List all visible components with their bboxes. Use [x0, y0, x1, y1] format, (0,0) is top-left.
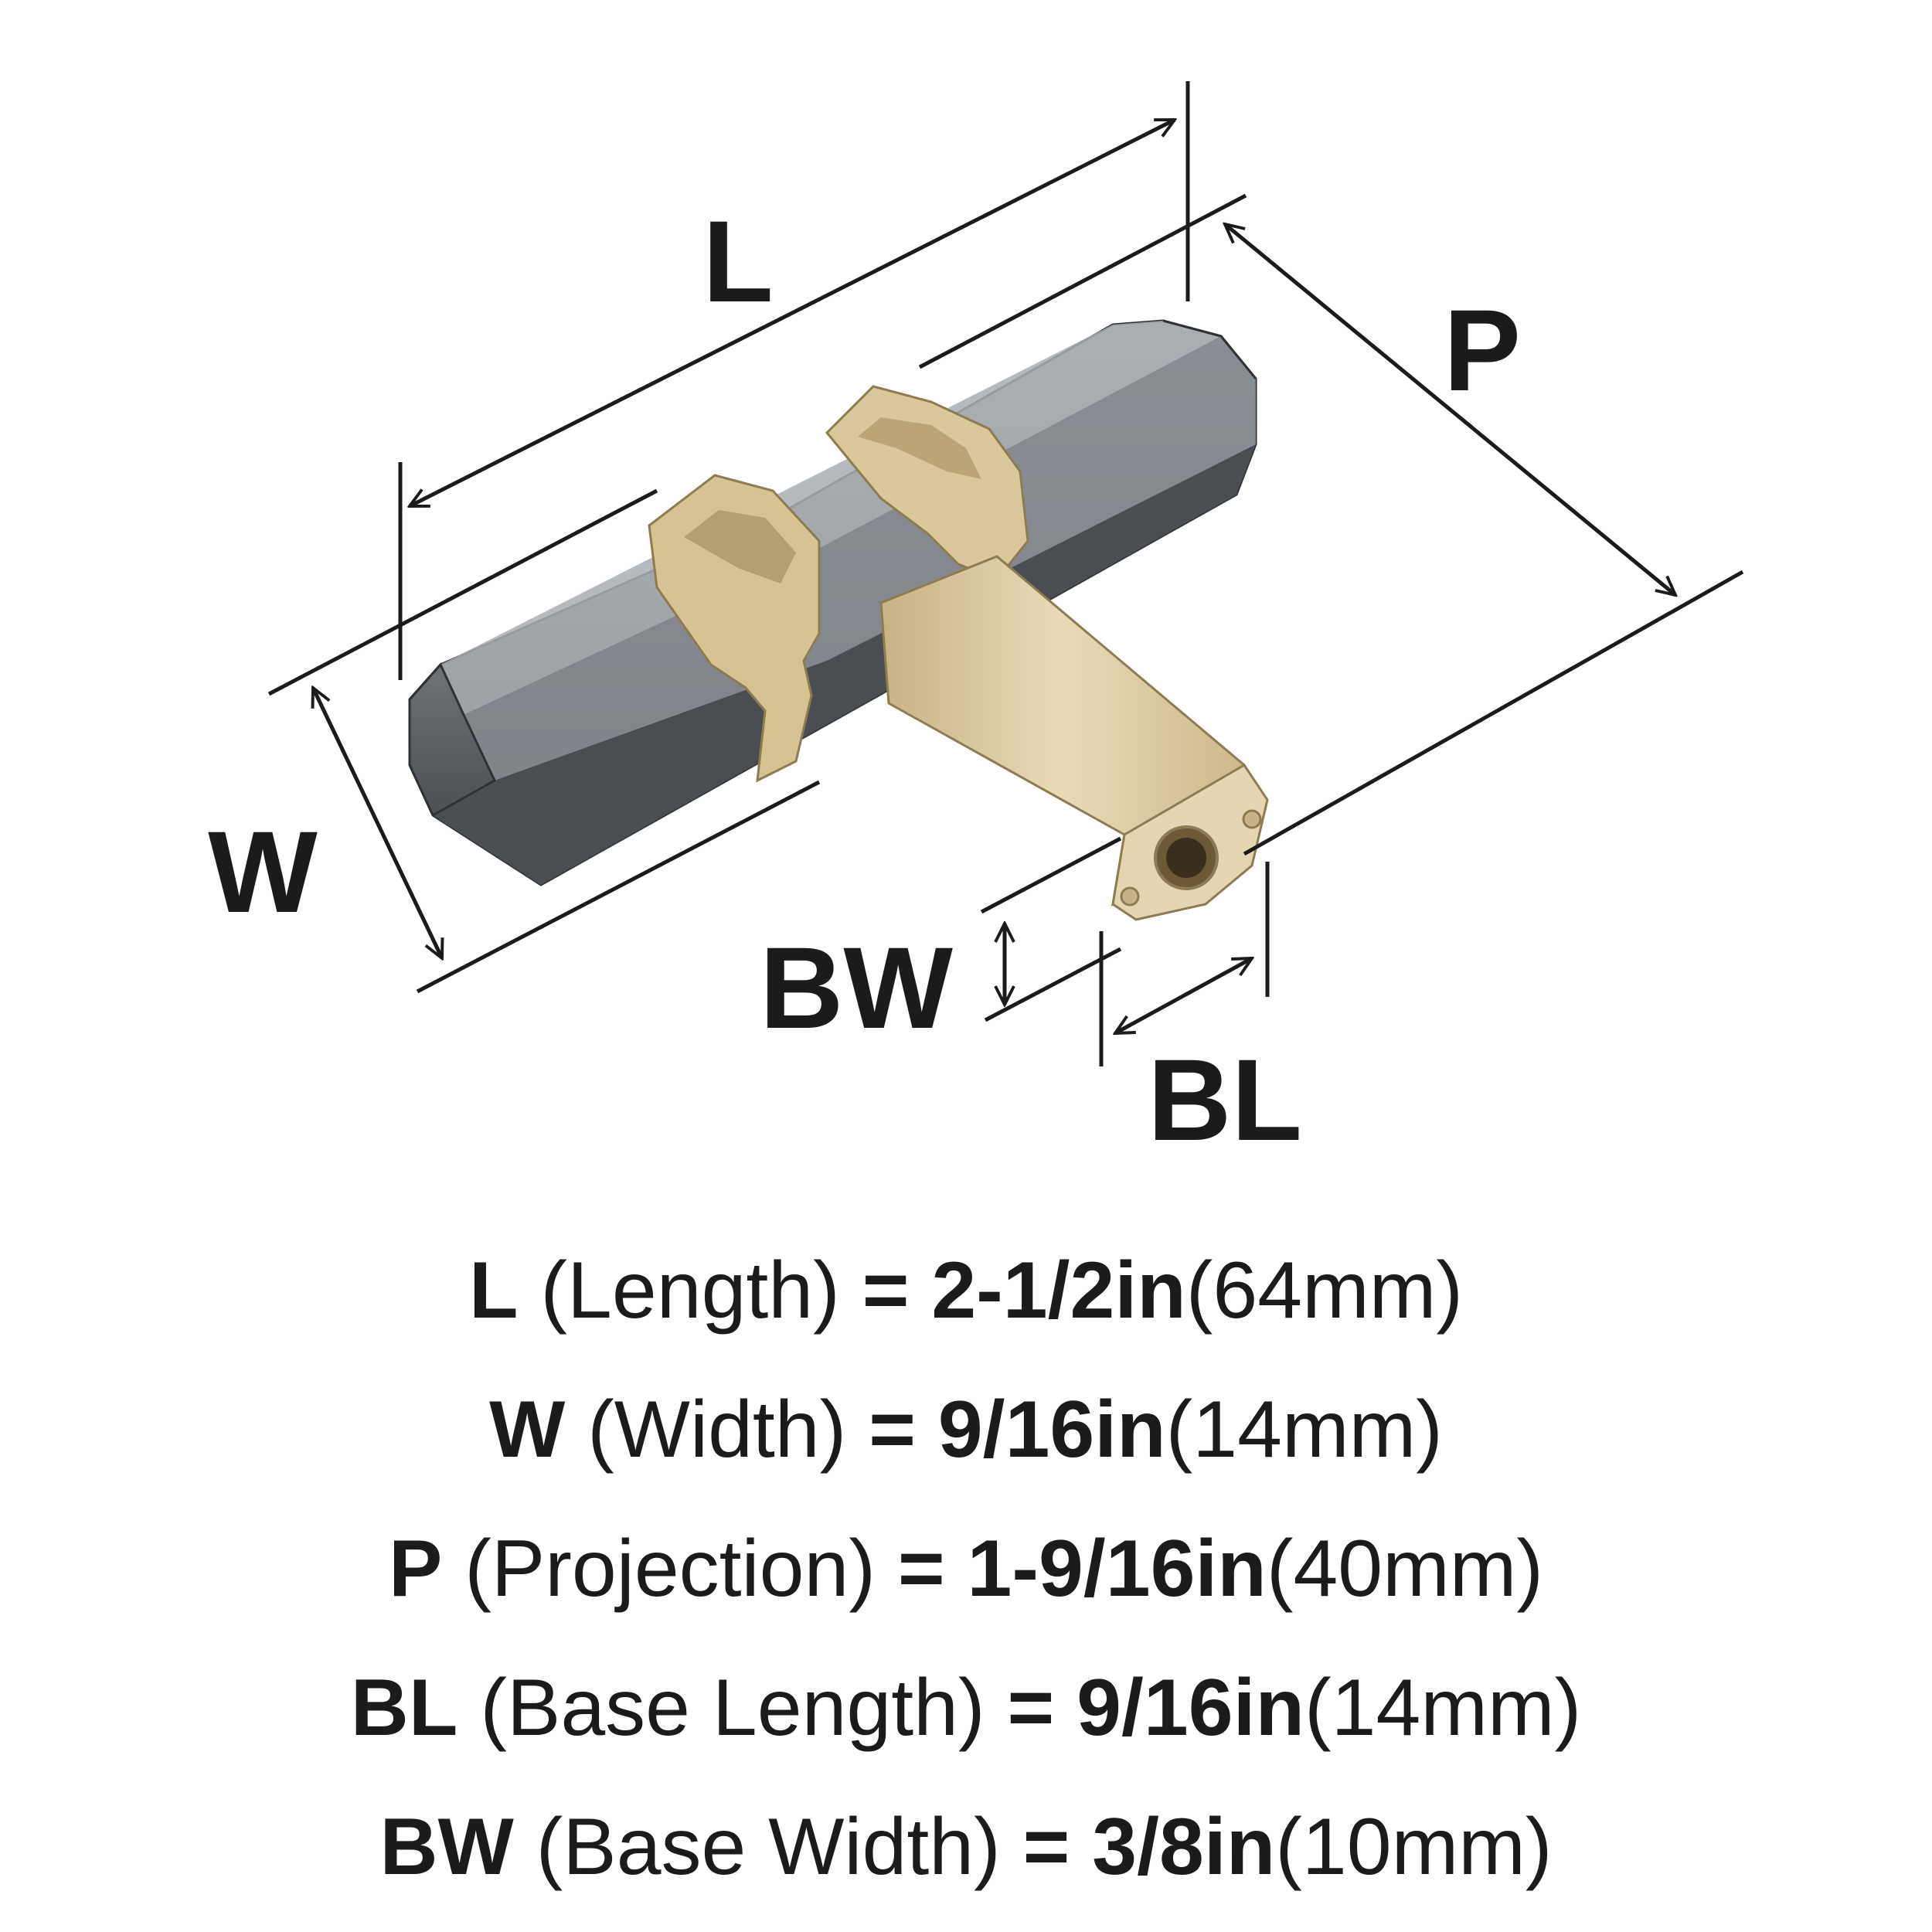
dimension-specifications: L (Length) = 2-1/2in(64mm) W (Width) = 9…	[0, 1221, 1932, 1917]
projection-extension-top	[918, 193, 1247, 369]
spec-name: (Base Length)	[480, 1663, 985, 1753]
spec-row-projection: P (Projection) = 1-9/16in(40mm)	[0, 1499, 1932, 1638]
spec-name: (Projection)	[464, 1524, 876, 1614]
width-label: W	[208, 807, 318, 937]
spec-row-width: W (Width) = 9/16in(14mm)	[0, 1360, 1932, 1499]
t-knob-illustration	[408, 319, 1269, 921]
spec-metric: (14mm)	[1165, 1385, 1443, 1475]
spec-code: BW	[379, 1802, 514, 1892]
spec-imperial: 9/16in	[1077, 1663, 1305, 1753]
projection-label: P	[1444, 285, 1521, 415]
spec-name: (Length)	[540, 1246, 840, 1335]
spec-imperial: 1-9/16in	[967, 1524, 1267, 1614]
spec-imperial: 9/16in	[937, 1385, 1166, 1475]
spec-equals: =	[862, 1246, 910, 1335]
spec-metric: (64mm)	[1185, 1246, 1464, 1335]
spec-imperial: 2-1/2in	[931, 1246, 1186, 1335]
spec-metric: (10mm)	[1275, 1802, 1553, 1892]
spec-metric: (40mm)	[1266, 1524, 1544, 1614]
knob-base-post	[879, 555, 1269, 921]
spec-equals: =	[1022, 1802, 1070, 1892]
dimension-diagram: L W P BW BL	[208, 81, 1744, 1165]
base-width-extension-top	[980, 836, 1122, 914]
base-length-label: BL	[1148, 1035, 1302, 1165]
spec-equals: =	[869, 1385, 916, 1475]
base-length-dimension-line	[1115, 956, 1252, 1036]
spec-code: L	[468, 1246, 519, 1335]
width-extension-top	[267, 488, 658, 696]
spec-row-base-length: BL (Base Length) = 9/16in(14mm)	[0, 1638, 1932, 1777]
width-extension-bottom	[416, 780, 821, 994]
spec-code: W	[489, 1385, 566, 1475]
projection-extension-bottom	[1243, 570, 1744, 856]
spec-code: P	[388, 1524, 443, 1614]
spec-equals: =	[1007, 1663, 1055, 1753]
spec-name: (Width)	[587, 1385, 847, 1475]
length-label: L	[702, 196, 774, 326]
base-width-extension-bottom	[984, 947, 1122, 1022]
projection-dimension-line	[1225, 224, 1675, 595]
spec-name: (Base Width)	[536, 1802, 1001, 1892]
base-width-label: BW	[760, 923, 953, 1053]
spec-equals: =	[897, 1524, 945, 1614]
spec-imperial: 3/8in	[1092, 1802, 1276, 1892]
spec-code: BL	[350, 1663, 458, 1753]
dimension-lines	[267, 81, 1744, 1066]
length-dimension-line	[410, 117, 1175, 509]
width-dimension-line	[313, 688, 442, 958]
spec-metric: (14mm)	[1304, 1663, 1582, 1753]
spec-row-length: L (Length) = 2-1/2in(64mm)	[0, 1221, 1932, 1360]
spec-row-base-width: BW (Base Width) = 3/8in(10mm)	[0, 1777, 1932, 1917]
